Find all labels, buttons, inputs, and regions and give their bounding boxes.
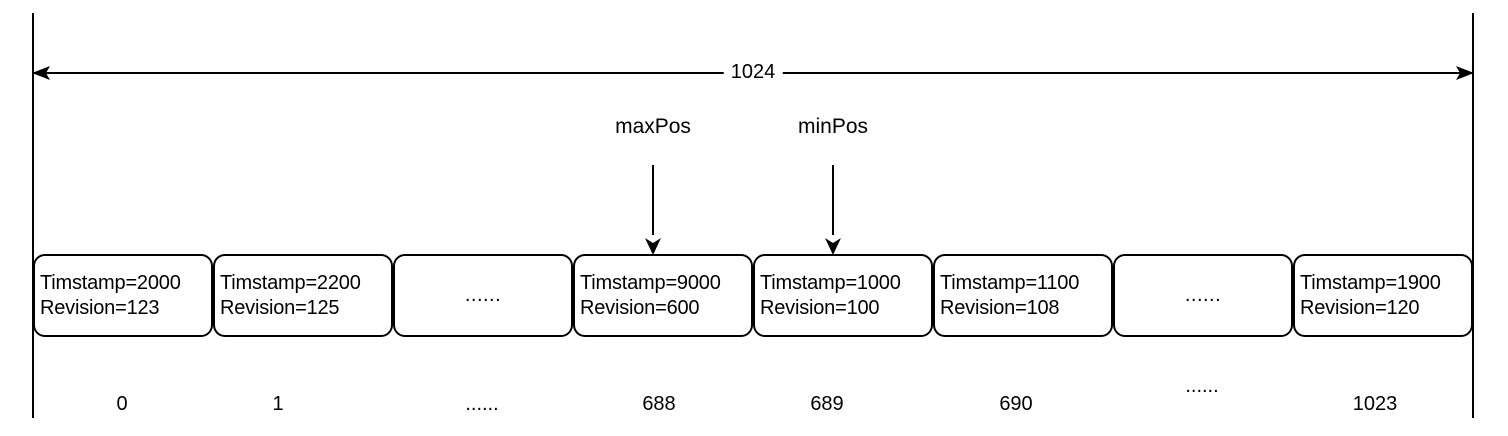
pointer-minpos-stem: [832, 165, 834, 235]
slot-revision: Revision=108: [940, 296, 1060, 319]
dimension-measure: 1024: [32, 60, 1474, 85]
index-label: 1023: [1352, 393, 1398, 415]
pointer-maxpos-stem: [652, 165, 654, 235]
buffer-slot-ellipsis: ......: [1113, 254, 1293, 337]
index-label: 690: [999, 393, 1033, 415]
ellipsis-text: ......: [464, 284, 502, 306]
index-label: ......: [465, 393, 499, 415]
slot-timestamp: Timstamp=1000: [760, 271, 901, 294]
slot-revision: Revision=600: [580, 296, 700, 319]
slot-revision: Revision=100: [760, 296, 880, 319]
slot-timestamp: Timstamp=1100: [940, 271, 1080, 294]
right-boundary-line: [1472, 13, 1474, 418]
slot-timestamp: Timstamp=9000: [580, 271, 721, 294]
slot-timestamp: Timstamp=1900: [1300, 271, 1441, 294]
slot-timestamp: Timstamp=2200: [220, 271, 361, 294]
index-labels: 0 1...... 688 689 690...... 1023: [33, 345, 1473, 415]
index-label: 689: [810, 393, 844, 415]
index-label: ......: [1185, 375, 1219, 397]
slot-timestamp: Timstamp=2000: [40, 271, 181, 294]
down-arrow-icon: [645, 238, 661, 255]
pointer-maxpos-label: maxPos: [615, 115, 691, 138]
ellipsis-text: ......: [1184, 284, 1222, 306]
slot-revision: Revision=120: [1300, 296, 1420, 319]
index-label: 688: [642, 393, 676, 415]
left-arrow-icon: [32, 66, 50, 80]
left-boundary-line: [32, 13, 34, 418]
right-arrow-icon: [1456, 66, 1474, 80]
down-arrow-icon: [825, 238, 841, 255]
index-label: 1: [272, 393, 284, 415]
dimension-label: 1024: [723, 60, 783, 84]
index-label: 0: [116, 393, 128, 415]
slot-revision: Revision=125: [220, 296, 340, 319]
pointer-minpos-label: minPos: [797, 115, 869, 138]
slot-revision: Revision=123: [40, 296, 160, 319]
buffer-slot-ellipsis: ......: [393, 254, 573, 337]
